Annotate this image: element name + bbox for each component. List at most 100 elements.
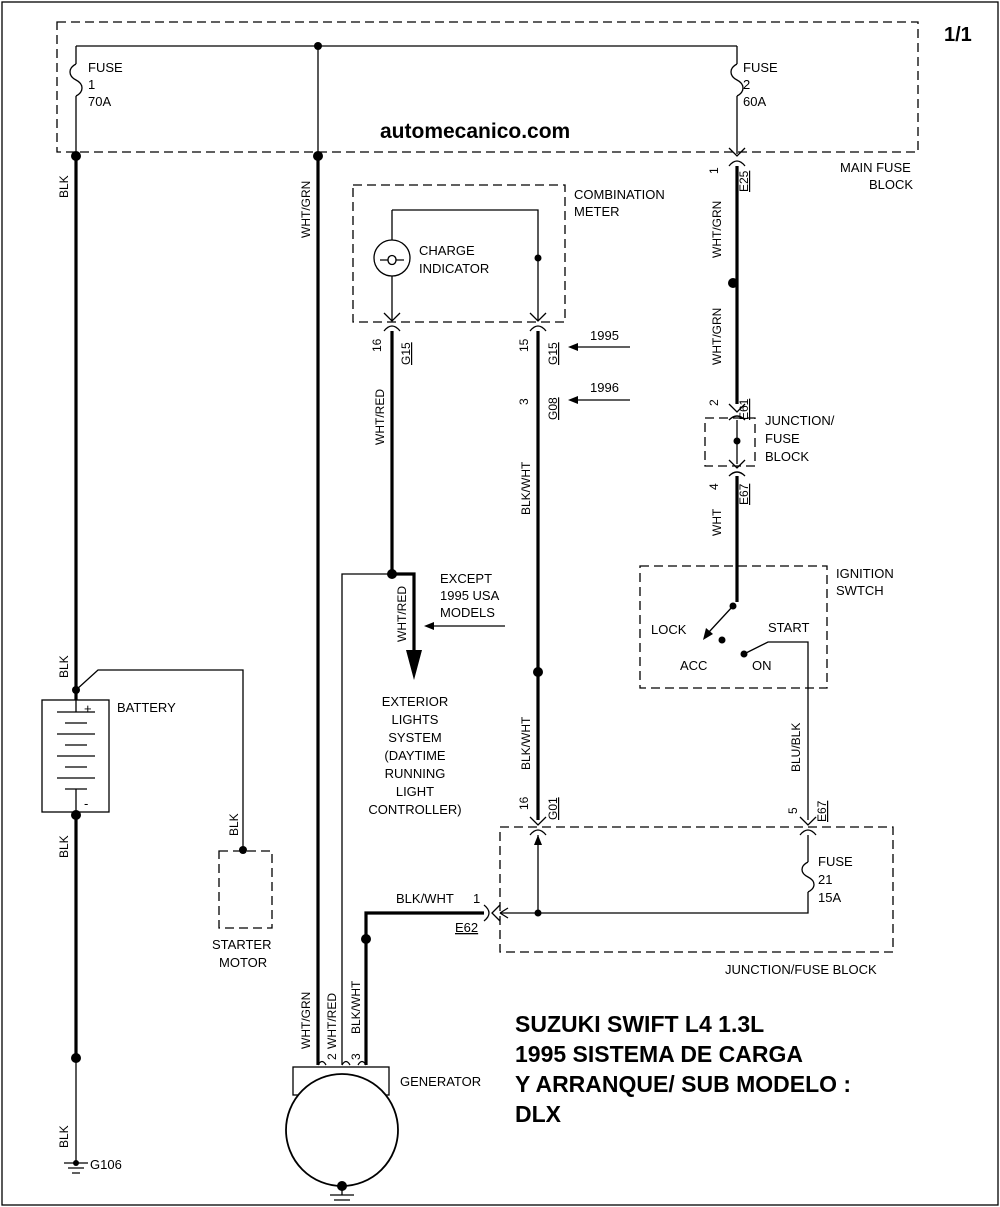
svg-text:LIGHT: LIGHT	[396, 784, 434, 799]
svg-text:WHT/GRN: WHT/GRN	[299, 992, 313, 1049]
svg-text:-: -	[84, 796, 88, 811]
title-line-4: DLX	[515, 1101, 562, 1127]
svg-text:G15: G15	[546, 342, 560, 365]
svg-text:E25: E25	[737, 170, 751, 192]
svg-text:G08: G08	[546, 397, 560, 420]
svg-text:SWTCH: SWTCH	[836, 583, 884, 598]
main-fuse-block-label: MAIN FUSE	[840, 160, 911, 175]
svg-text:G01: G01	[546, 797, 560, 820]
svg-text:LIGHTS: LIGHTS	[392, 712, 439, 727]
svg-text:JUNCTION/FUSE BLOCK: JUNCTION/FUSE BLOCK	[725, 962, 877, 977]
wht-grn-generator-wire: WHT/GRN WHT/GRN	[299, 156, 320, 1065]
svg-text:FUSE: FUSE	[818, 854, 853, 869]
year-markers: 1995 1996	[568, 328, 630, 404]
connector-g15: 16 G15 15 G15 3 G08	[370, 312, 560, 420]
generator: 2 3 GENERATOR	[285, 1053, 481, 1201]
svg-text:1: 1	[473, 891, 480, 906]
svg-text:BLK/WHT: BLK/WHT	[396, 891, 454, 906]
svg-text:+: +	[84, 701, 92, 716]
svg-text:ON: ON	[752, 658, 772, 673]
svg-text:1995 USA: 1995 USA	[440, 588, 500, 603]
svg-text:BLK: BLK	[57, 175, 71, 198]
svg-text:BLU/BLK: BLU/BLK	[789, 723, 803, 772]
svg-text:SYSTEM: SYSTEM	[388, 730, 441, 745]
svg-text:1996: 1996	[590, 380, 619, 395]
svg-text:BLK/WHT: BLK/WHT	[519, 716, 533, 770]
starter-motor: BLK STARTER MOTOR	[212, 813, 273, 970]
fuse1-symbol	[69, 63, 83, 97]
svg-text:E62: E62	[455, 920, 478, 935]
fuse2-symbol	[730, 63, 744, 97]
svg-text:BLK: BLK	[57, 1125, 71, 1148]
svg-text:3: 3	[349, 1053, 363, 1060]
wht-red-circuit: WHT/RED WHT/RED WHT/RED EXCEPT 1995 USA …	[325, 331, 505, 1065]
svg-text:2: 2	[707, 399, 721, 406]
svg-text:CHARGE: CHARGE	[419, 243, 475, 258]
svg-text:EXTERIOR: EXTERIOR	[382, 694, 448, 709]
generator-label: GENERATOR	[400, 1074, 481, 1089]
junction-fuse-block-small: JUNCTION/ FUSE BLOCK 4 E67 WHT	[704, 413, 835, 602]
svg-text:WHT/RED: WHT/RED	[373, 389, 387, 445]
svg-text:JUNCTION/: JUNCTION/	[765, 413, 835, 428]
svg-text:1995: 1995	[590, 328, 619, 343]
svg-text:BLK: BLK	[227, 813, 241, 836]
svg-text:5: 5	[786, 807, 800, 814]
svg-text:WHT: WHT	[710, 508, 724, 536]
svg-text:BLK/WHT: BLK/WHT	[349, 980, 363, 1034]
junction-fuse-block-big: FUSE 21 15A JUNCTION/FUSE BLOCK BLK/WHT …	[396, 816, 894, 977]
combination-meter: COMBINATION METER CHARGE INDICATOR	[352, 184, 665, 323]
svg-text:BLK: BLK	[57, 655, 71, 678]
svg-text:BLOCK: BLOCK	[869, 177, 913, 192]
svg-text:RUNNING: RUNNING	[385, 766, 446, 781]
svg-text:15: 15	[517, 338, 531, 352]
svg-text:2: 2	[743, 77, 750, 92]
charge-indicator-bulb	[373, 239, 411, 277]
svg-text:STARTER: STARTER	[212, 937, 271, 952]
svg-text:G15: G15	[399, 342, 413, 365]
svg-text:WHT/GRN: WHT/GRN	[710, 201, 724, 258]
svg-text:BLK: BLK	[57, 835, 71, 858]
svg-text:COMBINATION: COMBINATION	[574, 187, 665, 202]
svg-text:WHT/RED: WHT/RED	[395, 586, 409, 642]
svg-text:1: 1	[707, 167, 721, 174]
ignition-feed-circuit: 1 E25 WHT/GRN WHT/GRN 2 E61	[707, 147, 751, 421]
svg-text:16: 16	[370, 338, 384, 352]
svg-text:MOTOR: MOTOR	[219, 955, 267, 970]
battery-circuit: BLK BLK + - BATTERY BLK BLK G106	[41, 156, 244, 1174]
svg-text:(DAYTIME: (DAYTIME	[384, 748, 445, 763]
svg-text:4: 4	[707, 483, 721, 490]
svg-text:FUSE: FUSE	[743, 60, 778, 75]
svg-text:FUSE: FUSE	[88, 60, 123, 75]
ground-label: G106	[90, 1157, 122, 1172]
svg-text:WHT/GRN: WHT/GRN	[710, 308, 724, 365]
svg-text:METER: METER	[574, 204, 620, 219]
svg-text:E67: E67	[815, 800, 829, 822]
svg-text:START: START	[768, 620, 809, 635]
fuse21-symbol	[801, 861, 815, 893]
svg-text:CONTROLLER): CONTROLLER)	[368, 802, 461, 817]
title-line-3: Y ARRANQUE/ SUB MODELO :	[515, 1071, 851, 1097]
svg-text:3: 3	[517, 398, 531, 405]
exterior-lights-label: EXTERIOR LIGHTS SYSTEM (DAYTIME RUNNING …	[368, 694, 461, 817]
svg-text:LOCK: LOCK	[651, 622, 687, 637]
svg-text:2: 2	[325, 1053, 339, 1060]
ignition-switch: IGNITION SWTCH LOCK ACC ON START BLU/BLK…	[639, 565, 894, 822]
title-block: SUZUKI SWIFT L4 1.3L 1995 SISTEMA DE CAR…	[515, 1011, 851, 1127]
main-fuse-block: FUSE 1 70A FUSE 2 60A MAIN FUSE BLOCK	[56, 21, 919, 192]
svg-text:15A: 15A	[818, 890, 841, 905]
svg-text:BLK/WHT: BLK/WHT	[519, 461, 533, 515]
svg-text:E67: E67	[737, 483, 751, 505]
battery-label: BATTERY	[117, 700, 176, 715]
title-line-2: 1995 SISTEMA DE CARGA	[515, 1041, 803, 1067]
blk-wht-circuit: BLK/WHT BLK/WHT 16 G01	[517, 331, 560, 820]
svg-text:WHT/GRN: WHT/GRN	[299, 181, 313, 238]
svg-text:EXCEPT: EXCEPT	[440, 571, 492, 586]
svg-text:21: 21	[818, 872, 832, 887]
svg-text:BLOCK: BLOCK	[765, 449, 809, 464]
page-number: 1/1	[944, 24, 972, 46]
svg-text:1: 1	[88, 77, 95, 92]
svg-text:WHT/RED: WHT/RED	[325, 993, 339, 1049]
title-line-1: SUZUKI SWIFT L4 1.3L	[515, 1011, 764, 1037]
